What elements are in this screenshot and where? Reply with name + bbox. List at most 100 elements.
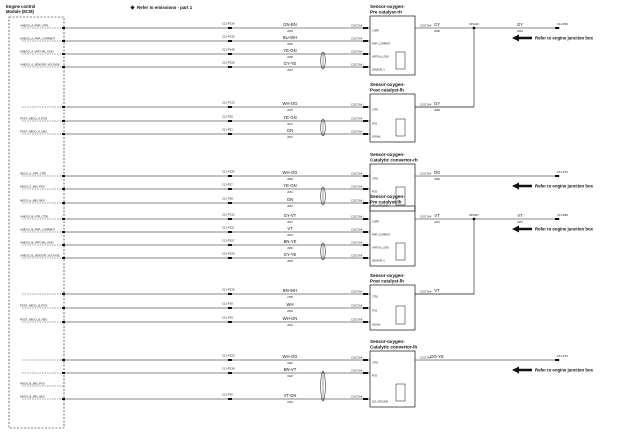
sensor-connector-pin bbox=[363, 106, 368, 108]
connector-pin bbox=[228, 133, 232, 135]
wire-color: BU-WH bbox=[283, 35, 297, 40]
sensor-pin-label: SENSOR_V bbox=[372, 260, 385, 263]
ecm-connector-pin bbox=[62, 231, 65, 233]
output-connector-label: C0171A4 bbox=[420, 215, 432, 219]
wire-code: 2097 bbox=[287, 69, 293, 72]
ecm-pin-label: UHEGO_B_HTR_CTRL bbox=[20, 215, 49, 219]
sensor-pin-label: VIRTUAL_GND bbox=[372, 247, 389, 250]
junction-box-reference: Refer to engine junction box bbox=[512, 225, 594, 233]
wire-color: BN-WH bbox=[283, 288, 297, 293]
feed-connector-label: C11-P70 bbox=[557, 170, 568, 174]
sensor-connector-pin bbox=[363, 398, 368, 400]
wire-code: 2064 bbox=[287, 324, 293, 327]
sensor-element-symbol bbox=[395, 118, 406, 137]
junction-box-reference: Refer to engine junction box bbox=[512, 366, 594, 374]
connector-label: C11-P133 bbox=[222, 101, 235, 105]
ecm-pin-label: POST_HEGO_A_POS bbox=[20, 117, 47, 121]
feed-connector-pin bbox=[555, 27, 559, 29]
sensor-connector-pin bbox=[363, 188, 368, 190]
ecm-connector-pin bbox=[62, 53, 65, 55]
connector-pin bbox=[228, 244, 232, 246]
connector-label: C11-P134 bbox=[222, 170, 235, 174]
ecm-connector-pin bbox=[62, 398, 65, 400]
connector-pin bbox=[228, 372, 232, 374]
ecm-pin-label: POST_HEGO_A_NEG bbox=[20, 130, 47, 134]
wire-color: BN-VT bbox=[284, 367, 297, 372]
sensor-connector-label: C0171A4 bbox=[351, 50, 363, 54]
sensor-connector-label: C0171A4 bbox=[351, 63, 363, 67]
ecm-connector-pin bbox=[62, 218, 65, 220]
sensor-element-symbol bbox=[395, 242, 406, 261]
top-reference[interactable]: Refer to emissions - part 1 bbox=[130, 5, 192, 10]
connector-pin bbox=[228, 202, 232, 204]
ecm-title: Engine control Module (ECM) bbox=[6, 4, 35, 14]
sensor-connector-pin bbox=[363, 218, 368, 220]
wire-color: GN-BN bbox=[283, 22, 297, 27]
sensor-connector-pin bbox=[363, 133, 368, 135]
sensor-connector-label: C0171A4 bbox=[351, 254, 363, 258]
sensor-connector-pin bbox=[363, 244, 368, 246]
sensor-title: Sensor-oxygen- bbox=[370, 4, 405, 9]
sensor-section-4: Sensor-oxygen- Pre catalyst-lhUHEGO_B_HTR… bbox=[20, 194, 594, 295]
sensor-connector-label: C0171A4 bbox=[351, 290, 363, 294]
wire-code: 2052 bbox=[287, 205, 293, 208]
wire-color: WH-OG bbox=[283, 101, 298, 106]
sensor-pin-label: POS bbox=[372, 310, 377, 313]
sensor-pin-label: CTRL bbox=[372, 178, 379, 181]
connector-pin bbox=[228, 27, 232, 29]
sensor-subtitle: Post catalyst-lh bbox=[370, 88, 404, 93]
connector-label: C11-P132 bbox=[222, 213, 235, 217]
sensor-box bbox=[369, 350, 416, 408]
ecm-title-line2: Module (ECM) bbox=[6, 9, 34, 14]
ecm-pin-label: UHEGO_A_VIRTUAL_GND bbox=[20, 50, 53, 54]
sensor-box bbox=[369, 93, 416, 143]
feed-connector-pin bbox=[555, 218, 559, 220]
connector-pin bbox=[228, 120, 232, 122]
output-wire-color: VT bbox=[434, 213, 440, 218]
connector-pin bbox=[228, 188, 232, 190]
feed-wire-code: 2091 bbox=[517, 30, 523, 33]
ecm-pin-label: HEGO_B_MID_POS bbox=[20, 382, 45, 386]
sensor-pin-label: SIGNAL bbox=[372, 136, 381, 139]
sensor-pin-label: CTRL bbox=[372, 296, 379, 299]
junction-box-reference: Refer to engine junction box bbox=[512, 34, 594, 42]
sensor-section-6: Sensor-oxygen-Catalytic convertor-lhC11-… bbox=[20, 339, 594, 408]
sensor-connector-label: C0171A4 bbox=[351, 172, 363, 176]
sensor-pin-label: VIRTUAL_GND bbox=[372, 56, 389, 59]
arrow-left-icon bbox=[512, 34, 532, 42]
splice-label: SP1410 bbox=[469, 22, 479, 26]
sensor-pin-label: CURR bbox=[372, 221, 379, 224]
sensor-subtitle: Catalytic convertor-lh bbox=[370, 345, 417, 350]
sensor-connector-pin bbox=[363, 359, 368, 361]
wire-color: GY-VT bbox=[284, 213, 297, 218]
sensor-box bbox=[369, 163, 416, 212]
junction-box-label: Refer to engine junction box bbox=[535, 227, 594, 232]
wire-code: 2045 bbox=[287, 43, 293, 46]
sensor-connector-pin bbox=[363, 175, 368, 177]
ecm-connector-pin bbox=[62, 120, 65, 122]
connector-pin bbox=[228, 53, 232, 55]
sensor-pin-label: SIG_GROUND bbox=[372, 401, 388, 404]
wire-color: WH-OG bbox=[283, 354, 298, 359]
sensor-title: Sensor-oxygen- bbox=[370, 273, 405, 278]
output-wire-color: OG-YE bbox=[430, 354, 444, 359]
wire-color: YE-GN bbox=[283, 183, 296, 188]
ecm-connector-pin bbox=[62, 106, 65, 108]
sensor-connector-pin bbox=[363, 257, 368, 259]
ecm-title-line1: Engine control bbox=[6, 4, 36, 9]
sensor-subtitle: Pre catalyst-lh bbox=[370, 200, 402, 205]
wire-code: 2037 bbox=[287, 136, 293, 139]
feed-connector-label: C11-P86 bbox=[557, 213, 568, 217]
